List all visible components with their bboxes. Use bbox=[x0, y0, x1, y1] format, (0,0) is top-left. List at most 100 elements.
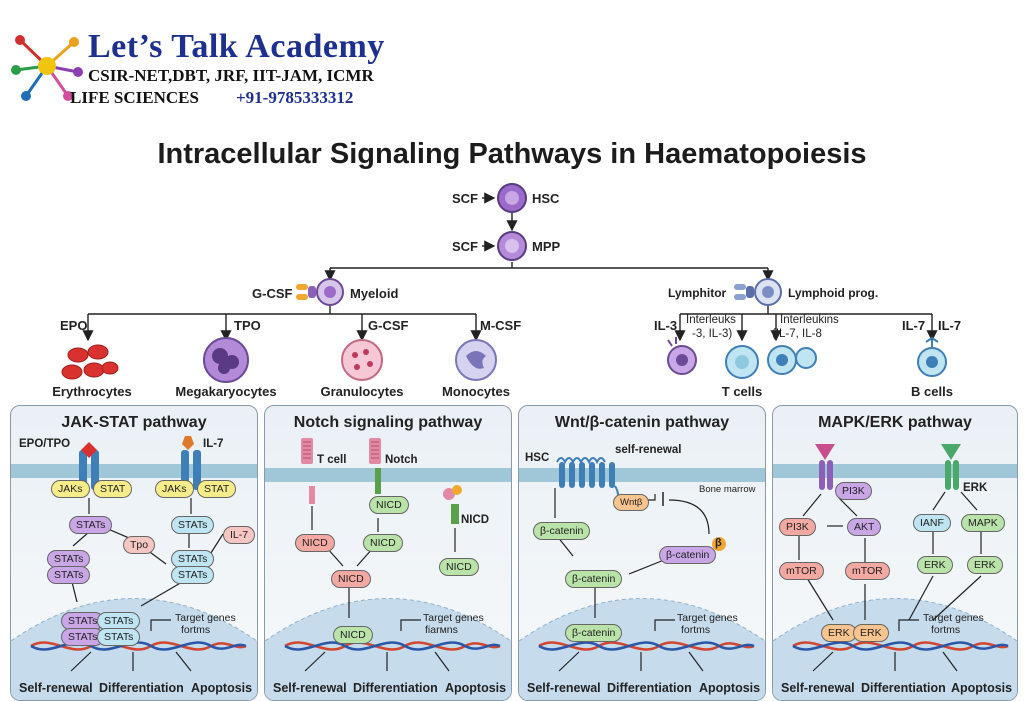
bone-marrow-label: Bone marrow bbox=[699, 484, 756, 495]
mapk-node: MAPK bbox=[961, 514, 1005, 532]
notch-panel: Notch signaling pathway T cell Notch NIC… bbox=[264, 405, 512, 701]
interleukins-label-2: (IL-7, IL-8 bbox=[772, 328, 822, 340]
phone-number: +91-9785333312 bbox=[236, 88, 354, 107]
outcome-differentiation: Differentiation bbox=[861, 681, 946, 695]
target-genes-label: Target genes bbox=[923, 612, 984, 624]
panel-title: MAPK/ERK pathway bbox=[818, 414, 972, 431]
erk-receptor-label: ERK bbox=[963, 482, 988, 494]
jak-stat-panel: JAK-STAT pathway EPO/TPO IL-7 JAKs STAT … bbox=[10, 405, 258, 701]
outcome-apoptosis: Apoptosis bbox=[699, 681, 761, 695]
exam-list: CSIR-NET,DBT, JRF, IIT-JAM, ICMR bbox=[88, 66, 374, 85]
stats-node: STATs bbox=[47, 566, 91, 584]
monocytes-label: Monocytes bbox=[442, 384, 510, 399]
beta-catenin-node: β-catenin bbox=[659, 546, 717, 564]
academy-name: Let’s Talk Academy bbox=[88, 28, 385, 65]
target-genes-label: Target genes bbox=[423, 612, 484, 624]
pi3k-node: PI3K bbox=[779, 518, 816, 536]
interleuks-label-2: -3, IL-3) bbox=[692, 328, 733, 340]
mapk-diagram bbox=[773, 444, 1017, 700]
outcome-apoptosis: Apoptosis bbox=[951, 681, 1013, 695]
target-genes-sub: fortms bbox=[181, 624, 211, 636]
megakaryocytes-label: Megakaryocytes bbox=[175, 384, 277, 399]
il7-node: IL-7 bbox=[223, 526, 256, 544]
nicd-node: NICD bbox=[331, 570, 371, 588]
tpo-label: TPO bbox=[234, 318, 261, 333]
tpo-node: Tpo bbox=[123, 536, 156, 554]
mapk-panel: MAPK/ERK pathway ERK PI3K PI3K AKT IANF … bbox=[772, 405, 1018, 701]
erythrocytes-label: Erythrocytes bbox=[52, 384, 132, 399]
target-genes-label: Target genes bbox=[175, 612, 236, 624]
nicd-node: NICD bbox=[369, 496, 409, 514]
outcome-apoptosis: Apoptosis bbox=[191, 681, 253, 695]
pi3k-node: PI3K bbox=[835, 482, 872, 500]
stat-node: STAT bbox=[93, 480, 133, 498]
mcsf-label: M-CSF bbox=[480, 318, 522, 333]
tcells-label: T cells bbox=[721, 384, 763, 399]
beta-label: β bbox=[715, 537, 722, 549]
il7-label-b: IL-7 bbox=[938, 318, 962, 333]
granulocytes-label: Granulocytes bbox=[320, 384, 404, 399]
notch-diagram bbox=[265, 438, 511, 700]
wnt-diagram bbox=[519, 457, 765, 700]
target-genes-sub: fiarмns bbox=[425, 624, 458, 636]
nuclear-stats: STATs bbox=[61, 628, 105, 646]
mtor-node: mTOR bbox=[845, 562, 890, 580]
myeloid-label: Myeloid bbox=[350, 286, 399, 301]
wnt-node: Wntβ bbox=[613, 494, 650, 511]
outcome-self-renewal: Self-renewal bbox=[781, 681, 855, 695]
subject-label: LIFE SCIENCES bbox=[70, 88, 199, 107]
panel-title: Wnt/β-catenin pathway bbox=[554, 414, 730, 431]
target-genes-sub: fortms bbox=[931, 624, 961, 636]
lineage-tree bbox=[61, 183, 947, 383]
il7-label-a: IL-7 bbox=[902, 318, 926, 333]
erk-node: ERK bbox=[917, 556, 953, 574]
nuclear-erk: ERK bbox=[853, 624, 889, 642]
stats-node: STATs bbox=[171, 566, 215, 584]
outcome-differentiation: Differentiation bbox=[607, 681, 692, 695]
panel-title: Notch signaling pathway bbox=[293, 414, 483, 431]
self-renewal-label: self-renewal bbox=[615, 444, 682, 456]
stat-node: STAT bbox=[197, 480, 237, 498]
nicd-node: NICD bbox=[439, 558, 479, 576]
interleukins-label: Interleukins bbox=[780, 314, 839, 326]
erk-node: ERK bbox=[967, 556, 1003, 574]
interleuks-label: Interleuks bbox=[686, 314, 736, 326]
scf-label-hsc: SCF bbox=[452, 191, 478, 206]
beta-catenin-node: β-catenin bbox=[565, 570, 623, 588]
jaks-node: JAKs bbox=[51, 480, 90, 498]
jaks-node: JAKs bbox=[155, 480, 194, 498]
ligand-epo-tpo: EPO/TPO bbox=[19, 438, 71, 450]
nicd-label: NICD bbox=[461, 514, 490, 526]
outcome-self-renewal: Self-renewal bbox=[527, 681, 601, 695]
nicd-node: NICD bbox=[363, 534, 403, 552]
outcome-differentiation: Differentiation bbox=[353, 681, 438, 695]
page-title: Intracellular Signaling Pathways in Haem… bbox=[157, 138, 867, 170]
target-genes-sub: fortms bbox=[681, 624, 711, 636]
beta-catenin-node: β-catenin bbox=[533, 522, 591, 540]
outcome-self-renewal: Self-renewal bbox=[19, 681, 93, 695]
outcome-self-renewal: Self-renewal bbox=[273, 681, 347, 695]
nuclear-stats: STATs bbox=[97, 628, 141, 646]
gcsf-label-2: G-CSF bbox=[368, 318, 409, 333]
outcome-differentiation: Differentiation bbox=[99, 681, 184, 695]
lymphoid-label: Lymphoid prog. bbox=[788, 286, 879, 300]
wnt-panel: Wnt/β-catenin pathway HSC self-renewal B… bbox=[518, 405, 766, 701]
nuclear-erk: ERK bbox=[821, 624, 857, 642]
tcell-label: T cell bbox=[317, 454, 347, 466]
hsc-label: HSC bbox=[525, 452, 550, 464]
nuclear-beta-catenin: β-catenin bbox=[565, 624, 623, 642]
nicd-node: NICD bbox=[295, 534, 335, 552]
bcells-label: B cells bbox=[911, 384, 953, 399]
lymphitor-label: Lymphitor bbox=[668, 286, 727, 300]
gcsf-label: G-CSF bbox=[252, 286, 293, 301]
mtor-node: mTOR bbox=[779, 562, 824, 580]
scf-label-mpp: SCF bbox=[452, 239, 478, 254]
epo-label: EPO bbox=[60, 318, 88, 333]
panel-title: JAK-STAT pathway bbox=[61, 414, 207, 431]
mpp-label: MPP bbox=[532, 239, 561, 254]
il3-label: IL-3 bbox=[654, 318, 678, 333]
stats-node: STATs bbox=[69, 516, 113, 534]
stats-node: STATs bbox=[171, 516, 215, 534]
outcome-apoptosis: Apoptosis bbox=[445, 681, 507, 695]
ligand-il7: IL-7 bbox=[203, 438, 224, 450]
